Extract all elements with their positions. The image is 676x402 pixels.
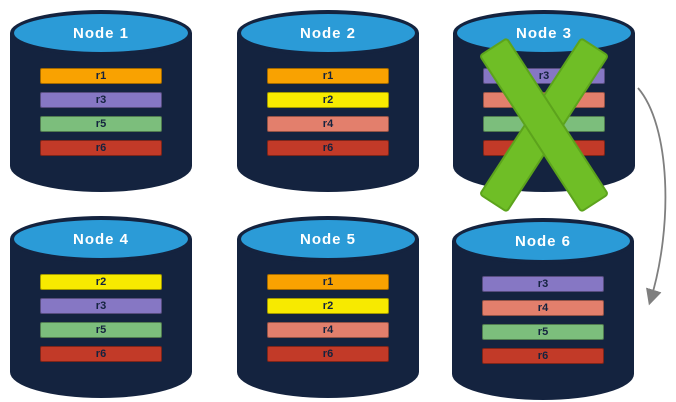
node-2-label: Node 2: [299, 24, 356, 42]
replica-bar: r2: [267, 298, 389, 314]
node-5-label: Node 5: [299, 230, 356, 248]
replica-bar: r5: [483, 116, 605, 132]
node-2-cylinder-body: [237, 33, 419, 192]
replica-bar: r3: [40, 92, 162, 108]
node-6: Node 6 r3 r4 r5 r6: [452, 218, 634, 400]
replica-bar: r3: [482, 276, 604, 292]
node-6-cylinder-body: [452, 241, 634, 400]
replica-bar: r1: [267, 274, 389, 290]
node-6-label: Node 6: [514, 232, 571, 250]
node-2-replicas: r1 r2 r4 r6: [237, 68, 419, 156]
node-5-cylinder-top: Node 5: [237, 216, 419, 262]
node-2-cylinder-top: Node 2: [237, 10, 419, 56]
node-6-replicas: r3 r4 r5 r6: [452, 276, 634, 364]
replica-bar: r6: [483, 140, 605, 156]
node-1-replicas: r1 r3 r5 r6: [10, 68, 192, 156]
replica-bar: r5: [40, 322, 162, 338]
node-1: Node 1 r1 r3 r5 r6: [10, 10, 192, 192]
replica-bar: r6: [267, 346, 389, 362]
replica-bar: r6: [267, 140, 389, 156]
node-3-label: Node 3: [515, 24, 572, 42]
node-3: Node 3 r3 r4 r5 r6: [453, 10, 635, 192]
replica-bar: r4: [267, 116, 389, 132]
replica-bar: r3: [483, 68, 605, 84]
replica-bar: r2: [40, 274, 162, 290]
replica-bar: r2: [267, 92, 389, 108]
node-5-replicas: r1 r2 r4 r6: [237, 274, 419, 362]
node-4-cylinder-body: [10, 239, 192, 398]
replica-bar: r1: [267, 68, 389, 84]
replica-bar: r4: [483, 92, 605, 108]
replica-bar: r1: [40, 68, 162, 84]
node-1-label: Node 1: [72, 24, 129, 42]
node-4-cylinder-top: Node 4: [10, 216, 192, 262]
node-1-cylinder-body: [10, 33, 192, 192]
node-5: Node 5 r1 r2 r4 r6: [237, 216, 419, 398]
node-1-cylinder-top: Node 1: [10, 10, 192, 56]
replica-bar: r6: [40, 140, 162, 156]
replica-bar: r3: [40, 298, 162, 314]
node-5-cylinder-body: [237, 239, 419, 398]
replica-bar: r6: [40, 346, 162, 362]
node-4-label: Node 4: [72, 230, 129, 248]
node-4-replicas: r2 r3 r5 r6: [10, 274, 192, 362]
replica-bar: r5: [482, 324, 604, 340]
node-3-replicas: r3 r4 r5 r6: [453, 68, 635, 156]
replica-bar: r4: [482, 300, 604, 316]
node-6-cylinder-top: Node 6: [452, 218, 634, 264]
node-3-cylinder-top: Node 3: [453, 10, 635, 56]
replica-bar: r6: [482, 348, 604, 364]
node-2: Node 2 r1 r2 r4 r6: [237, 10, 419, 192]
replica-bar: r5: [40, 116, 162, 132]
node-4: Node 4 r2 r3 r5 r6: [10, 216, 192, 398]
replica-bar: r4: [267, 322, 389, 338]
